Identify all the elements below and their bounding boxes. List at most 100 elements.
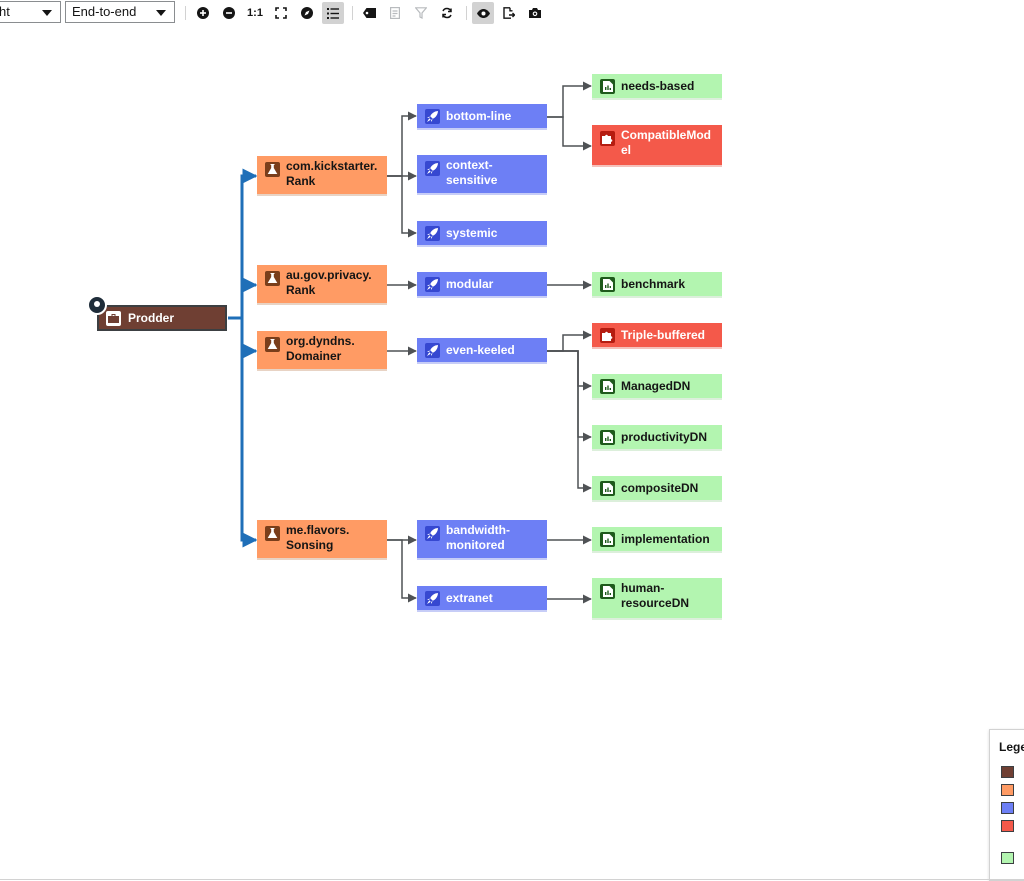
puzzle-icon	[600, 327, 615, 343]
toolbar-divider	[185, 6, 186, 20]
graph-node-s4[interactable]: productivityDN	[592, 425, 722, 451]
flask-icon	[265, 162, 280, 177]
flask-icon	[265, 271, 280, 286]
node-label: Triple-buffered	[621, 327, 706, 342]
list-view-button[interactable]	[322, 2, 344, 24]
node-label: au.gov.privacy.Rank	[286, 268, 372, 297]
node-label: extranet	[446, 590, 493, 605]
edge-w1-s1[interactable]	[547, 81, 592, 118]
node-label: modular	[446, 276, 494, 291]
graph-node-s6[interactable]: implementation	[592, 527, 722, 553]
export-icon	[503, 7, 515, 19]
document-icon	[390, 7, 400, 19]
graph-node-w2[interactable]: context-sensitive	[417, 155, 547, 195]
zoom-reset-button[interactable]: 1:1	[244, 2, 266, 24]
fit-to-screen-icon	[275, 7, 287, 19]
graph-node-w1[interactable]: bottom-line	[417, 104, 547, 130]
traffic-scope-dropdown[interactable]: End-to-end	[65, 1, 175, 23]
graph-node-v2[interactable]: au.gov.privacy.Rank	[257, 265, 387, 305]
bottom-border	[0, 879, 1024, 880]
node-label: context-sensitive	[446, 158, 498, 187]
node-label: human-resourceDN	[621, 581, 690, 610]
list-icon	[327, 7, 339, 19]
edge-w5-s5[interactable]	[547, 350, 592, 493]
zoom-in-button[interactable]	[192, 2, 214, 24]
edge-w5-s4[interactable]	[547, 350, 592, 442]
edge-app-v2[interactable]	[228, 277, 258, 320]
legend-app-icon	[1001, 766, 1014, 778]
graph-node-s5[interactable]: compositeDN	[592, 476, 722, 502]
graph-node-w4[interactable]: modular	[417, 272, 547, 298]
refresh-button[interactable]	[436, 2, 458, 24]
rocket-icon	[425, 276, 440, 292]
node-label: com.kickstarter.Rank	[286, 159, 378, 188]
edge-w1-e1[interactable]	[547, 116, 592, 151]
node-label: org.dyndns.Domainer	[286, 334, 355, 363]
node-label: Prodder	[128, 310, 175, 325]
location-pin-icon	[87, 295, 107, 315]
graph-node-e2[interactable]: Triple-buffered	[592, 323, 722, 349]
service-icon	[600, 429, 615, 445]
service-icon	[600, 276, 615, 292]
graph-node-w3[interactable]: systemic	[417, 221, 547, 247]
refresh-icon	[442, 7, 452, 19]
puzzle-icon	[600, 131, 615, 146]
traffic-scope-value: End-to-end	[72, 4, 137, 19]
fit-to-screen-button[interactable]	[270, 2, 292, 24]
compass-icon	[301, 7, 313, 19]
legend-version-icon	[1001, 784, 1014, 796]
edge-v1-w3[interactable]	[387, 175, 417, 238]
node-label: even-keeled	[446, 342, 515, 357]
edge-v4-w7[interactable]	[387, 539, 417, 603]
graph-node-s1[interactable]: needs-based	[592, 74, 722, 100]
visibility-button[interactable]	[472, 2, 494, 24]
chevron-down-icon	[156, 10, 166, 16]
legend-panel: Lege	[989, 729, 1024, 881]
service-icon	[600, 78, 615, 94]
graph-node-w7[interactable]: extranet	[417, 586, 547, 612]
node-label: needs-based	[621, 78, 695, 93]
service-icon	[600, 480, 615, 496]
export-button[interactable]	[498, 2, 520, 24]
node-label: benchmark	[621, 276, 686, 291]
zoom-out-icon	[223, 7, 235, 19]
rocket-icon	[425, 225, 440, 241]
graph-node-s7[interactable]: human-resourceDN	[592, 578, 722, 620]
zoom-out-button[interactable]	[218, 2, 240, 24]
details-button[interactable]	[384, 2, 406, 24]
edge-v1-w1[interactable]	[387, 111, 417, 177]
edge-w5-s3[interactable]	[547, 350, 592, 391]
flask-icon	[265, 337, 280, 352]
edge-app-v4[interactable]	[228, 316, 258, 548]
toolbar-divider	[466, 6, 467, 20]
service-icon	[600, 584, 615, 599]
graph-type-dropdown[interactable]: ht	[0, 1, 61, 23]
graph-toolbar: ht End-to-end 1:1	[0, 0, 1024, 26]
graph-node-s2[interactable]: benchmark	[592, 272, 722, 298]
node-label: productivityDN	[621, 429, 708, 444]
graph-node-app[interactable]: Prodder	[97, 305, 227, 331]
snapshot-button[interactable]	[524, 2, 546, 24]
flask-icon	[265, 526, 280, 541]
node-label: me.flavors.Sonsing	[286, 523, 350, 552]
graph-node-s3[interactable]: ManagedDN	[592, 374, 722, 400]
graph-node-v3[interactable]: org.dyndns.Domainer	[257, 331, 387, 371]
rocket-icon	[425, 342, 440, 358]
zoom-reset-label: 1:1	[247, 7, 263, 19]
camera-icon	[529, 8, 541, 18]
label-button[interactable]	[358, 2, 380, 24]
rocket-icon	[425, 590, 440, 606]
zoom-in-icon	[197, 7, 209, 19]
filter-button[interactable]	[410, 2, 432, 24]
graph-node-v4[interactable]: me.flavors.Sonsing	[257, 520, 387, 560]
graph-node-w5[interactable]: even-keeled	[417, 338, 547, 364]
graph-node-v1[interactable]: com.kickstarter.Rank	[257, 156, 387, 196]
legend-title: Lege	[999, 740, 1024, 754]
edge-w5-e2[interactable]	[547, 330, 592, 352]
filter-icon	[415, 7, 427, 19]
graph-node-w6[interactable]: bandwidth-monitored	[417, 520, 547, 560]
layout-button[interactable]	[296, 2, 318, 24]
eye-icon	[476, 8, 490, 18]
